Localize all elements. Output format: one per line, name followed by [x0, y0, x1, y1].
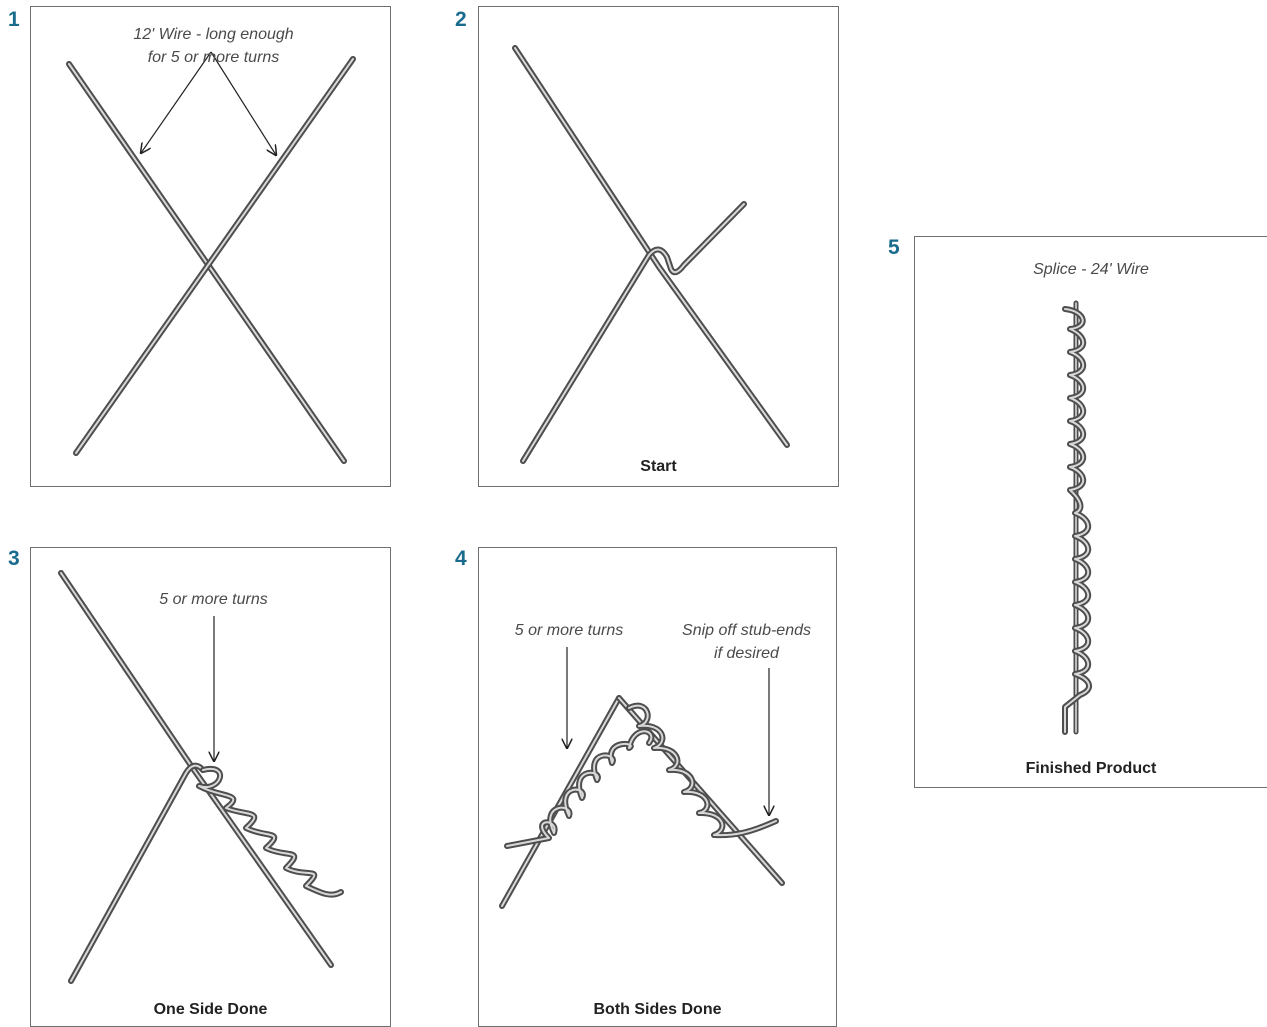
step-number-4: 4 — [455, 547, 467, 570]
panel-step-5: Splice - 24' Wire Finished Product — [914, 236, 1267, 788]
wire-illustration-3 — [58, 570, 344, 984]
panel-step-4: 5 or more turns Snip off stub-ends if de… — [478, 547, 837, 1027]
step-number-5: 5 — [888, 236, 900, 259]
wire-illustration-5 — [1062, 300, 1092, 735]
panel-step-2: Start — [478, 6, 839, 487]
note-turns: 5 or more turns — [159, 591, 268, 608]
step-number-2: 2 — [455, 8, 467, 31]
note-wire-length: 12' Wire - long enough for 5 or more tur… — [91, 23, 336, 69]
panel-step-1: 12' Wire - long enough for 5 or more tur… — [30, 6, 391, 487]
step-number-1: 1 — [8, 8, 20, 31]
wire-illustration-4 — [499, 647, 785, 909]
wire-illustration-2 — [512, 45, 790, 464]
arrow-left — [141, 51, 212, 153]
wire-right — [73, 56, 356, 456]
step-number-3: 3 — [8, 547, 20, 570]
wire-illustration-1 — [66, 51, 356, 464]
note-line-1: 12' Wire - long enough — [133, 26, 294, 43]
note-snip: Snip off stub-ends if desired — [654, 619, 839, 665]
caption-finished-product: Finished Product — [1025, 760, 1157, 777]
note-splice: Splice - 24' Wire — [1033, 261, 1149, 278]
caption-start: Start — [640, 458, 677, 475]
arrow-right — [210, 51, 276, 155]
caption-one-side-done: One Side Done — [153, 1001, 268, 1018]
panel-step-3: 5 or more turns One Side Done — [30, 547, 391, 1027]
note-snip-line-1: Snip off stub-ends — [682, 622, 811, 639]
note-snip-line-2: if desired — [714, 645, 779, 662]
caption-both-sides-done: Both Sides Done — [593, 1001, 722, 1018]
note-turns: 5 or more turns — [514, 622, 624, 639]
note-line-2: for 5 or more turns — [147, 49, 280, 66]
